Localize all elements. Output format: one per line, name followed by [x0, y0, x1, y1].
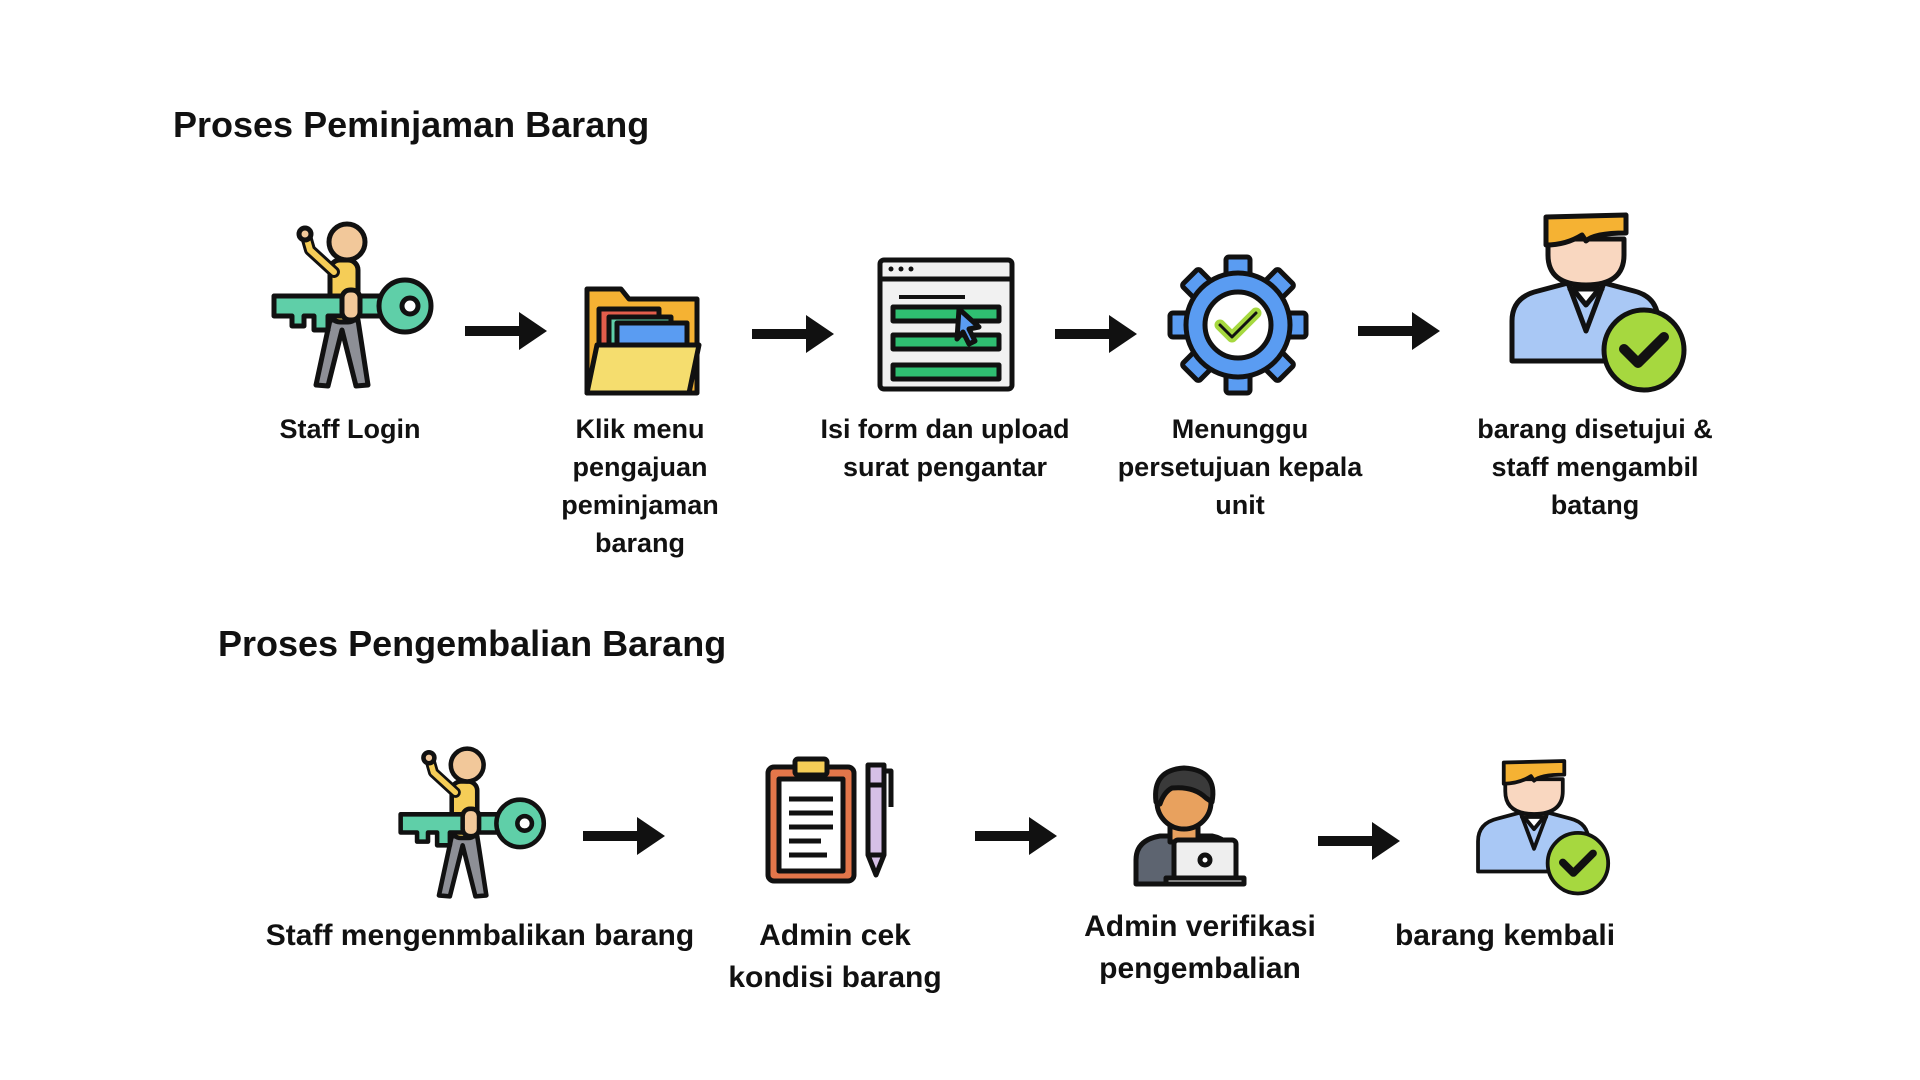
arrow-right-icon	[465, 310, 549, 352]
clipboard-pen-icon	[765, 755, 895, 885]
staff-key-icon	[397, 745, 552, 900]
web-form-icon	[877, 257, 1015, 392]
arrow-right-icon	[752, 313, 836, 355]
borrow-process-title: Proses Peminjaman Barang	[173, 104, 650, 145]
arrow-right-icon	[583, 815, 667, 857]
step-label-staff-return: Staff mengenmbalikan barang	[265, 919, 695, 952]
staff-key-icon	[270, 220, 440, 390]
gear-check-icon	[1167, 254, 1309, 396]
step-label-waiting: Menunggu persetujuan kepala unit	[1117, 414, 1363, 520]
arrow-right-icon	[975, 815, 1059, 857]
arrow-right-icon	[1055, 313, 1139, 355]
folder-icon	[583, 285, 703, 397]
step-label-admin-check: Admin cek kondisi barang	[728, 919, 942, 994]
step-label-menu: Klik menu pengajuan peminjaman barang	[561, 414, 719, 558]
return-process-title: Proses Pengembalian Barang	[218, 623, 727, 664]
arrow-right-icon	[1318, 820, 1402, 862]
admin-laptop-icon	[1132, 762, 1247, 887]
step-label-approved: barang disetujui & staff mengambil batan…	[1477, 414, 1713, 520]
approved-user-icon	[1508, 211, 1693, 396]
arrow-right-icon	[1358, 310, 1442, 352]
step-label-returned: barang kembali	[1394, 919, 1616, 952]
approved-user-icon	[1475, 758, 1615, 898]
step-label-admin-verify: Admin verifikasi pengembalian	[1084, 910, 1316, 985]
step-label-form: Isi form dan upload surat pengantar	[820, 414, 1070, 482]
step-label-staff-login: Staff Login	[279, 414, 421, 444]
